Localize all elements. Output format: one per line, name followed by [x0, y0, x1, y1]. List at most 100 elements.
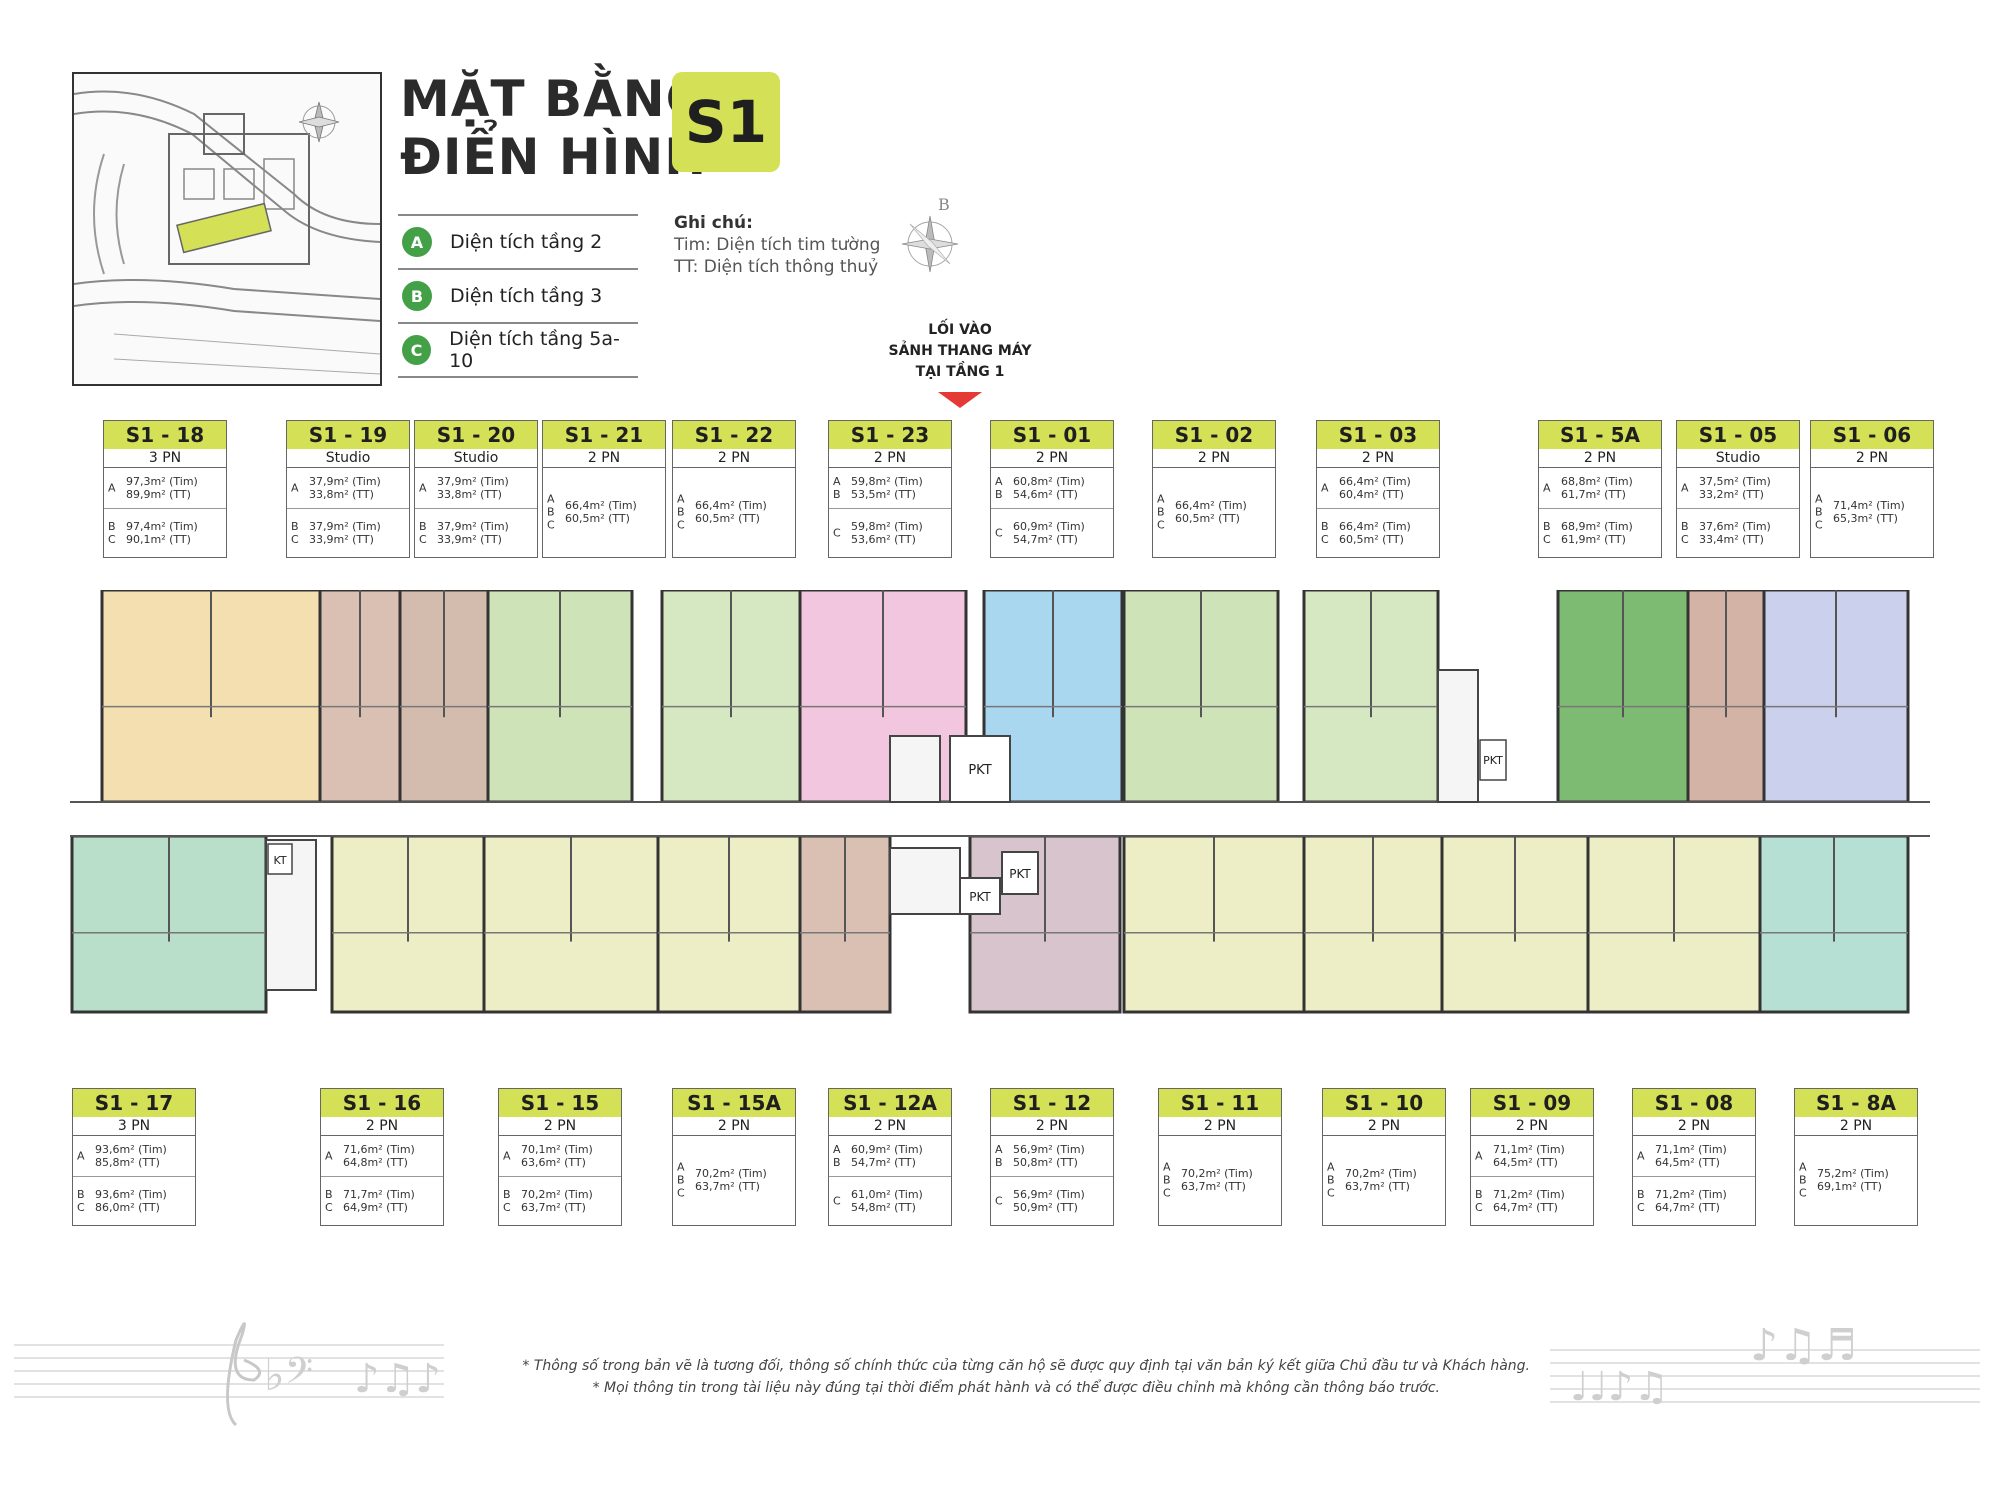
unit-area-values: 93,6m² (Tim)85,8m² (TT) [95, 1143, 167, 1169]
footnote-2: * Mọi thông tin trong tài liệu này đúng … [592, 1380, 1440, 1396]
unit-name: S1 - 03 [1317, 421, 1439, 449]
unit-name: S1 - 01 [991, 421, 1113, 449]
unit-type: 2 PN [991, 449, 1113, 468]
unit-type: 2 PN [1539, 449, 1661, 468]
unit-area-values: 71,4m² (Tim)65,3m² (TT) [1833, 499, 1905, 525]
unit-area-values: 37,9m² (Tim)33,8m² (TT) [437, 475, 509, 501]
unit-name: S1 - 16 [321, 1089, 443, 1117]
title-line-2: ĐIỂN HÌNH [400, 128, 708, 186]
unit-type: 2 PN [991, 1117, 1113, 1136]
entrance-line-2: SẢNH THANG MÁY [888, 343, 1032, 359]
plan-units-top [100, 590, 1910, 804]
note-block: Ghi chú: Tim: Diện tích tim tường TT: Di… [674, 212, 880, 278]
legend-text-floor-5a-10: Diện tích tầng 5a-10 [449, 328, 620, 372]
note-line-tim: Tim: Diện tích tim tường [674, 235, 881, 255]
unit-area-values: 71,2m² (Tim)64,7m² (TT) [1493, 1187, 1565, 1214]
unit-name: S1 - 12A [829, 1089, 951, 1117]
legend-item-floor-2: A Diện tích tầng 2 [398, 214, 638, 268]
unit-name: S1 - 10 [1323, 1089, 1445, 1117]
unit-type: 2 PN [543, 449, 665, 468]
site-map-drawing [74, 74, 380, 384]
unit-name: S1 - 09 [1471, 1089, 1593, 1117]
unit-floor-letters: A [503, 1149, 511, 1163]
unit-type: 2 PN [1811, 449, 1933, 468]
unit-area-values: 70,2m² (Tim)63,7m² (TT) [521, 1187, 593, 1214]
unit-area-values: 66,4m² (Tim)60,5m² (TT) [565, 499, 637, 525]
unit-area-values: 70,2m² (Tim)63,7m² (TT) [1181, 1167, 1253, 1193]
pkt-label-top: PKT [968, 763, 991, 778]
unit-type: 3 PN [73, 1117, 195, 1136]
unit-area-values: 60,9m² (Tim)54,7m² (TT) [851, 1143, 923, 1169]
unit-area-values: 97,3m² (Tim)89,9m² (TT) [126, 475, 198, 501]
svg-text:♭𝄢: ♭𝄢 [264, 1350, 313, 1401]
unit-type: 2 PN [499, 1117, 621, 1136]
unit-name: S1 - 15 [499, 1089, 621, 1117]
svg-text:♪♫♪: ♪♫♪ [354, 1356, 441, 1402]
entrance-line-3: TẠI TẦNG 1 [915, 364, 1005, 380]
unit-area-values: 75,2m² (Tim)69,1m² (TT) [1817, 1167, 1889, 1193]
pkt-room-top [949, 735, 1011, 803]
unit-name: S1 - 20 [415, 421, 537, 449]
unit-area-values: 68,9m² (Tim)61,9m² (TT) [1561, 519, 1633, 546]
site-map [72, 72, 382, 386]
unit-floor-letters: A [77, 1149, 85, 1163]
elevator-core-bottom [889, 847, 961, 915]
unit-type: 2 PN [1159, 1117, 1281, 1136]
unit-area-values: 71,1m² (Tim)64,5m² (TT) [1655, 1143, 1727, 1169]
unit-name: S1 - 21 [543, 421, 665, 449]
note-line-tt: TT: Diện tích thông thuỷ [674, 257, 879, 277]
entrance-arrow-icon [938, 392, 982, 408]
unit-area-values: 60,8m² (Tim)54,6m² (TT) [1013, 475, 1085, 501]
unit-floor-letters: A [108, 481, 116, 495]
unit-area-row: A 93,6m² (Tim)85,8m² (TT) [73, 1136, 195, 1177]
kt-label: KT [273, 854, 286, 867]
unit-area-values: 70,2m² (Tim)63,7m² (TT) [695, 1167, 767, 1193]
svg-text:♩♩♪♫: ♩♩♪♫ [1570, 1364, 1669, 1410]
unit-floor-letters: A [1543, 481, 1551, 495]
legend-item-floor-5a-10: C Diện tích tầng 5a-10 [398, 322, 638, 378]
unit-name: S1 - 06 [1811, 421, 1933, 449]
